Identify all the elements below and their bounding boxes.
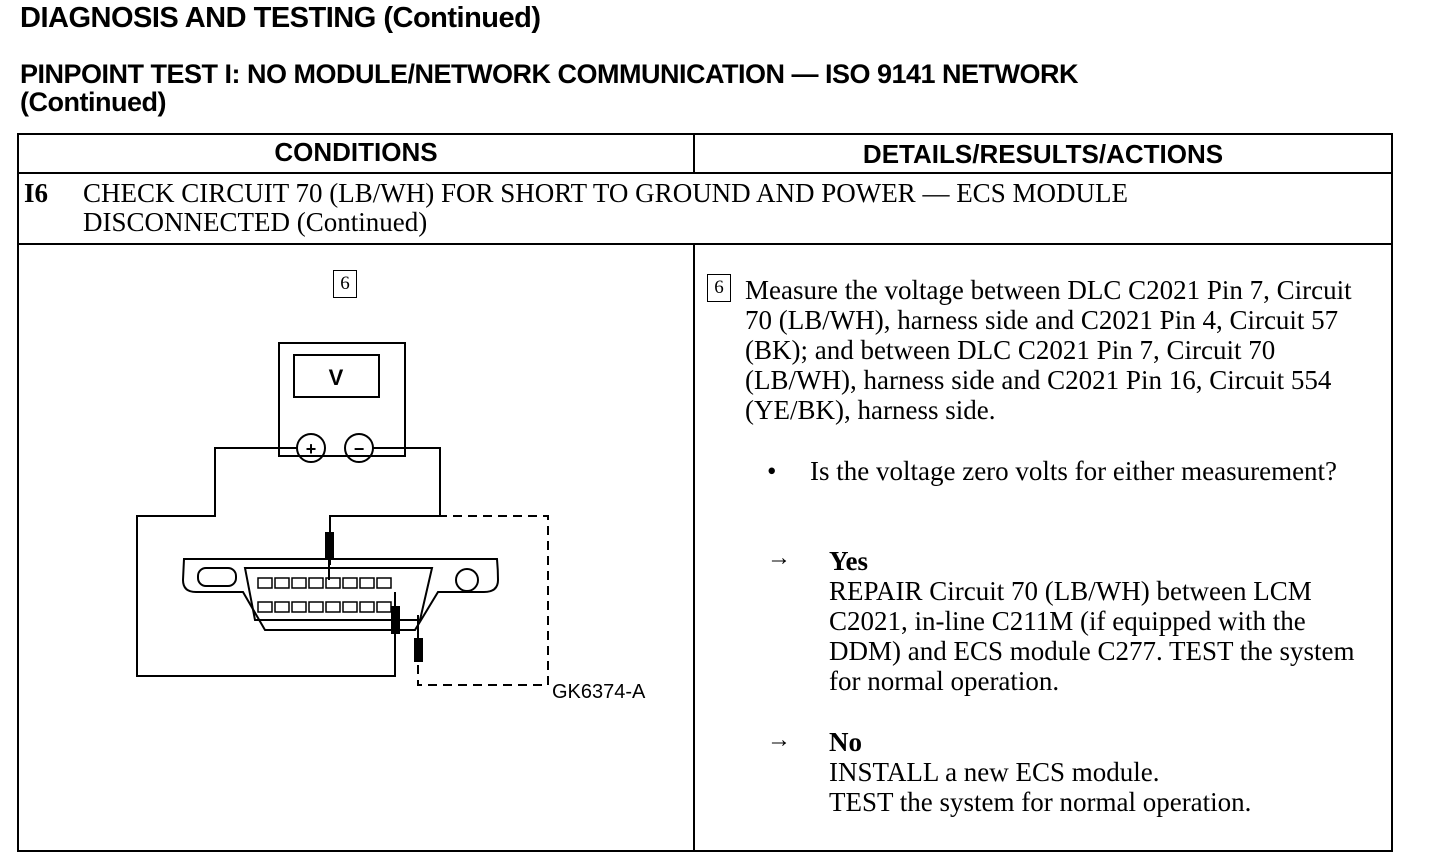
conditions-column-header: CONDITIONS xyxy=(274,137,438,167)
step-row-divider xyxy=(19,243,1391,245)
step-id: I6 xyxy=(24,178,49,208)
meter-scale-label: V xyxy=(329,365,344,390)
details-column-header: DETAILS/RESULTS/ACTIONS xyxy=(862,139,1224,169)
header-row-divider xyxy=(19,172,1391,174)
no-action-line2: TEST the system for normal operation. xyxy=(829,787,1252,817)
test-leads xyxy=(136,447,549,686)
yes-result: Yes REPAIR Circuit 70 (LB/WH) between LC… xyxy=(829,546,1374,696)
test-table: CONDITIONS DETAILS/RESULTS/ACTIONS I6 CH… xyxy=(17,133,1393,852)
yes-action: REPAIR Circuit 70 (LB/WH) between LCM C2… xyxy=(829,576,1355,696)
pinpoint-test-title: PINPOINT TEST I: NO MODULE/NETWORK COMMU… xyxy=(20,59,1079,117)
meter-plus-label: + xyxy=(306,439,317,459)
pinpoint-test-title-line2: (Continued) xyxy=(20,87,166,117)
no-action-line1: INSTALL a new ECS module. xyxy=(829,757,1160,787)
header-column-divider xyxy=(693,135,695,172)
details-step-number: 6 xyxy=(707,274,731,302)
measurement-instruction: Measure the voltage between DLC C2021 Pi… xyxy=(745,275,1352,425)
yes-arrow-icon: → xyxy=(767,545,791,571)
figure-code: GK6374-A xyxy=(552,681,646,703)
yes-label: Yes xyxy=(829,546,868,576)
meter-minus-label: − xyxy=(354,439,365,459)
probe-icons xyxy=(325,532,423,662)
conditions-step-number: 6 xyxy=(333,270,357,298)
page-title: DIAGNOSIS AND TESTING (Continued) xyxy=(20,2,541,34)
dlc-connector-icon xyxy=(181,558,500,631)
step-title: CHECK CIRCUIT 70 (LB/WH) FOR SHORT TO GR… xyxy=(83,178,1128,237)
no-result: No INSTALL a new ECS module. TEST the sy… xyxy=(829,727,1374,817)
test-question: Is the voltage zero volts for either mea… xyxy=(810,456,1338,486)
body-column-divider xyxy=(693,243,695,850)
no-label: No xyxy=(829,727,862,757)
question-bullet: • xyxy=(767,456,777,486)
no-arrow-icon: → xyxy=(767,727,791,753)
pinpoint-test-title-line1: PINPOINT TEST I: NO MODULE/NETWORK COMMU… xyxy=(20,59,1079,89)
voltmeter-icon xyxy=(278,342,406,463)
voltmeter-connector-diagram: V + − xyxy=(136,342,549,686)
